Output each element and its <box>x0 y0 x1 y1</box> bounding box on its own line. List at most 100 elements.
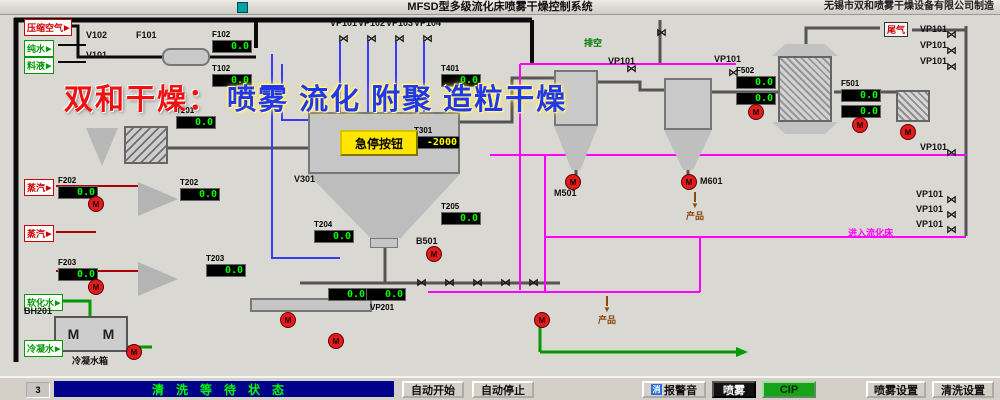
display-value-F502: 0.0 <box>736 76 776 89</box>
display-value-T102: 0.0 <box>212 74 252 87</box>
condensate-tank <box>54 316 128 352</box>
supply-label-1: 纯水 <box>24 40 55 57</box>
valve-icon[interactable]: ⋈ <box>946 44 957 57</box>
tag-VP101: VP101 <box>920 142 948 152</box>
valve-icon[interactable]: ⋈ <box>416 276 427 289</box>
pump-icon[interactable]: M <box>681 174 697 190</box>
display-value-T205: 0.0 <box>441 212 481 225</box>
spray-button[interactable]: 喷雾 <box>712 381 756 398</box>
display-value-F501: 0.0 <box>841 89 881 102</box>
display-value-T204: 0.0 <box>314 230 354 243</box>
valve-icon[interactable]: ⋈ <box>338 32 349 45</box>
pump-icon[interactable]: M <box>534 312 550 328</box>
feed-nozzle-1 <box>138 182 178 216</box>
inlet-air-filter <box>162 48 210 66</box>
display-label-T301: T301 <box>414 126 433 135</box>
display-label-F501: F501 <box>841 79 860 88</box>
valve-icon[interactable]: ⋈ <box>626 62 637 75</box>
tag-排空: 排空 <box>584 38 603 48</box>
valve-icon[interactable]: ⋈ <box>728 66 739 79</box>
display-label-VP201: VP201 <box>370 303 395 312</box>
display-label-F203: F203 <box>58 258 77 267</box>
heat-exchanger-bottom <box>772 122 838 134</box>
manufacturer-label: 无锡市双和喷雾干燥设备有限公司制造 <box>824 1 994 12</box>
display-value-d11: 0.0 <box>328 288 368 301</box>
tag-VP104: VP104 <box>414 18 442 28</box>
pump-icon[interactable]: M <box>565 174 581 190</box>
cip-button[interactable]: CIP <box>762 381 816 398</box>
valve-icon[interactable]: ⋈ <box>472 276 483 289</box>
pump-icon[interactable]: M <box>280 312 296 328</box>
valve-icon[interactable]: ⋈ <box>656 26 667 39</box>
auto-start-button[interactable]: 自动开始 <box>402 381 464 398</box>
valve-icon[interactable]: ⋈ <box>528 276 539 289</box>
pump-icon[interactable]: M <box>852 117 868 133</box>
display-label-T202: T202 <box>180 178 199 187</box>
display-label-T102: T102 <box>212 64 231 73</box>
valve-icon[interactable]: ⋈ <box>366 32 377 45</box>
small-cyclone <box>86 128 118 166</box>
tag-VP103: VP103 <box>386 18 414 28</box>
valve-icon[interactable]: ⋈ <box>500 276 511 289</box>
display-value-T202: 0.0 <box>180 188 220 201</box>
valve-icon[interactable]: ⋈ <box>946 193 957 206</box>
pump-icon[interactable]: M <box>426 246 442 262</box>
display-value-T203: 0.0 <box>206 264 246 277</box>
pump-icon[interactable]: M <box>88 279 104 295</box>
cyclone-2-body <box>664 78 712 130</box>
mute-icon: 消 <box>651 384 662 395</box>
alarm-mute-button[interactable]: 消 报警音 <box>642 381 706 398</box>
bottom-toolbar: 3 清洗等待状态 自动开始 自动停止 消 报警音 喷雾 CIP 喷雾设置 清洗设… <box>0 376 1000 400</box>
supply-label-5: 软化水 <box>24 294 64 311</box>
tag-BH201: BH201 <box>24 306 53 316</box>
product-arrow: ▼产品 <box>686 192 704 222</box>
product-arrow: ▼产品 <box>598 296 616 326</box>
tag-M601: M601 <box>700 176 723 186</box>
heat-exchanger-top <box>772 44 838 56</box>
display-value-d16: 0.0 <box>841 105 881 118</box>
pump-icon[interactable]: M <box>900 124 916 140</box>
valve-icon[interactable]: ⋈ <box>946 208 957 221</box>
title-bar: MFSD型多级流化床喷雾干燥控制系统 无锡市双和喷雾干燥设备有限公司制造 <box>0 0 1000 15</box>
valve-icon[interactable]: ⋈ <box>444 276 455 289</box>
valve-icon[interactable]: ⋈ <box>946 28 957 41</box>
valve-icon[interactable]: ⋈ <box>946 223 957 236</box>
tag-冷凝水箱: 冷凝水箱 <box>72 356 109 366</box>
display-label-T205: T205 <box>441 202 460 211</box>
cyclone-1-body <box>554 70 598 126</box>
tag-尾气: 尾气 <box>884 22 909 37</box>
pump-icon[interactable]: M <box>88 196 104 212</box>
auto-stop-button[interactable]: 自动停止 <box>472 381 534 398</box>
valve-icon[interactable]: ⋈ <box>946 60 957 73</box>
valve-icon[interactable]: ⋈ <box>946 146 957 159</box>
tag-VP101: VP101 <box>920 24 948 34</box>
heat-exchanger <box>778 56 832 122</box>
display-value-VP201: 0.0 <box>366 288 406 301</box>
supply-label-6: 冷凝水 <box>24 340 64 357</box>
display-label-T203: T203 <box>206 254 225 263</box>
display-value-T301: -2000 <box>414 136 460 149</box>
tag-B501: B501 <box>416 236 438 246</box>
display-label-T204: T204 <box>314 220 333 229</box>
supply-label-0: 压缩空气 <box>24 19 73 36</box>
pump-icon[interactable]: M <box>328 333 344 349</box>
tag-VP101: VP101 <box>920 40 948 50</box>
valve-icon[interactable]: ⋈ <box>422 32 433 45</box>
display-label-T401: T401 <box>441 64 460 73</box>
tag-F101: F101 <box>136 30 157 40</box>
emergency-stop-button[interactable]: 急停按钮 <box>340 130 418 156</box>
display-value-F202: 0.0 <box>58 186 98 199</box>
supply-label-3: 蒸汽 <box>24 179 55 196</box>
valve-icon[interactable]: ⋈ <box>394 32 405 45</box>
display-value-F203: 0.0 <box>58 268 98 281</box>
alarm-mute-label: 报警音 <box>664 384 697 397</box>
display-label-F202: F202 <box>58 176 77 185</box>
tag-V301: V301 <box>294 174 316 184</box>
pump-icon[interactable]: M <box>126 344 142 360</box>
spray-settings-button[interactable]: 喷雾设置 <box>866 381 926 398</box>
pump-icon[interactable]: M <box>748 104 764 120</box>
tag-进入流化床: 进入流化床 <box>848 228 894 238</box>
clean-settings-button[interactable]: 清洗设置 <box>932 381 994 398</box>
tag-VP101: VP101 <box>916 219 944 229</box>
